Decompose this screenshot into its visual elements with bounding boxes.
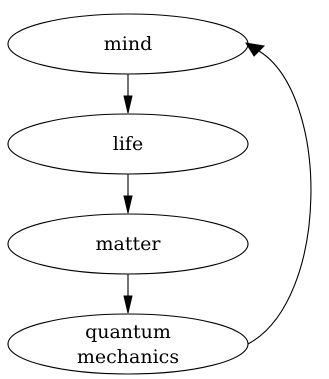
- edge-mind-to-life-arrowhead: [123, 95, 133, 114]
- node-matter-label: matter: [96, 233, 162, 255]
- node-quantum-mechanics-label-line-2: mechanics: [77, 346, 179, 368]
- edge-matter-to-quantum-mechanics-arrowhead: [123, 295, 133, 314]
- node-quantum-mechanics: quantum mechanics: [7, 313, 249, 375]
- node-life-label: life: [113, 133, 143, 155]
- node-quantum-mechanics-label-line-1: quantum: [85, 321, 171, 343]
- edge-mind-to-life: [123, 74, 133, 114]
- node-life: life: [7, 113, 249, 175]
- edge-life-to-matter: [123, 174, 133, 214]
- edge-quantum-mechanics-to-mind: [244, 42, 312, 345]
- edge-quantum-mechanics-to-mind-arrowhead: [244, 42, 266, 57]
- node-matter: matter: [7, 213, 249, 275]
- edge-quantum-mechanics-to-mind-curve: [247, 50, 312, 345]
- node-mind: mind: [7, 13, 249, 75]
- node-mind-label: mind: [104, 33, 153, 55]
- edge-life-to-matter-arrowhead: [123, 195, 133, 214]
- edge-matter-to-quantum-mechanics: [123, 274, 133, 314]
